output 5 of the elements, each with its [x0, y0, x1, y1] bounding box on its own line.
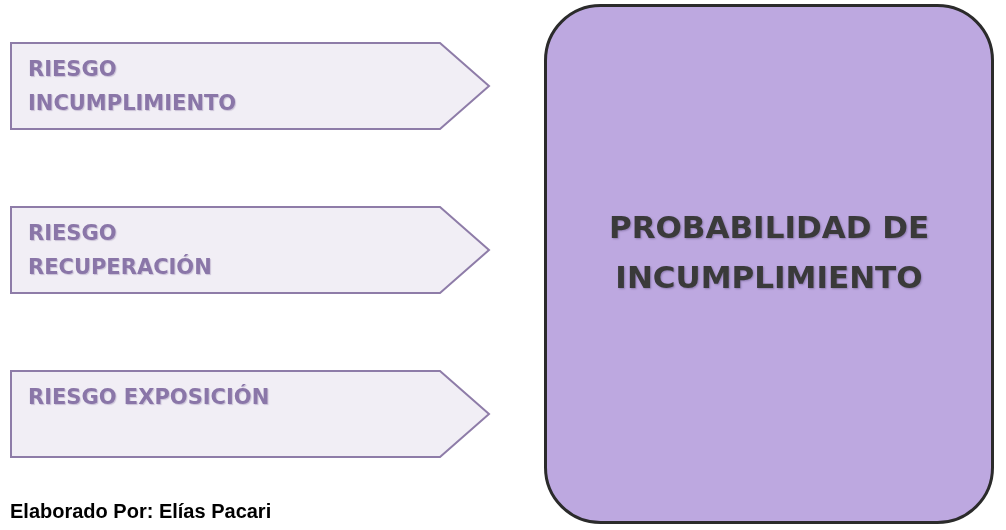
shape-label: RIESGO RECUPERACIÓN	[28, 220, 213, 281]
shape-label: RIESGO INCUMPLIMIENTO	[28, 56, 238, 117]
box-title: PROBABILIDAD DE INCUMPLIMIENTO	[607, 208, 931, 297]
shape-label: RIESGO EXPOSICIÓN	[28, 383, 271, 411]
caption: Elaborado Por: Elías Pacari	[10, 500, 272, 523]
